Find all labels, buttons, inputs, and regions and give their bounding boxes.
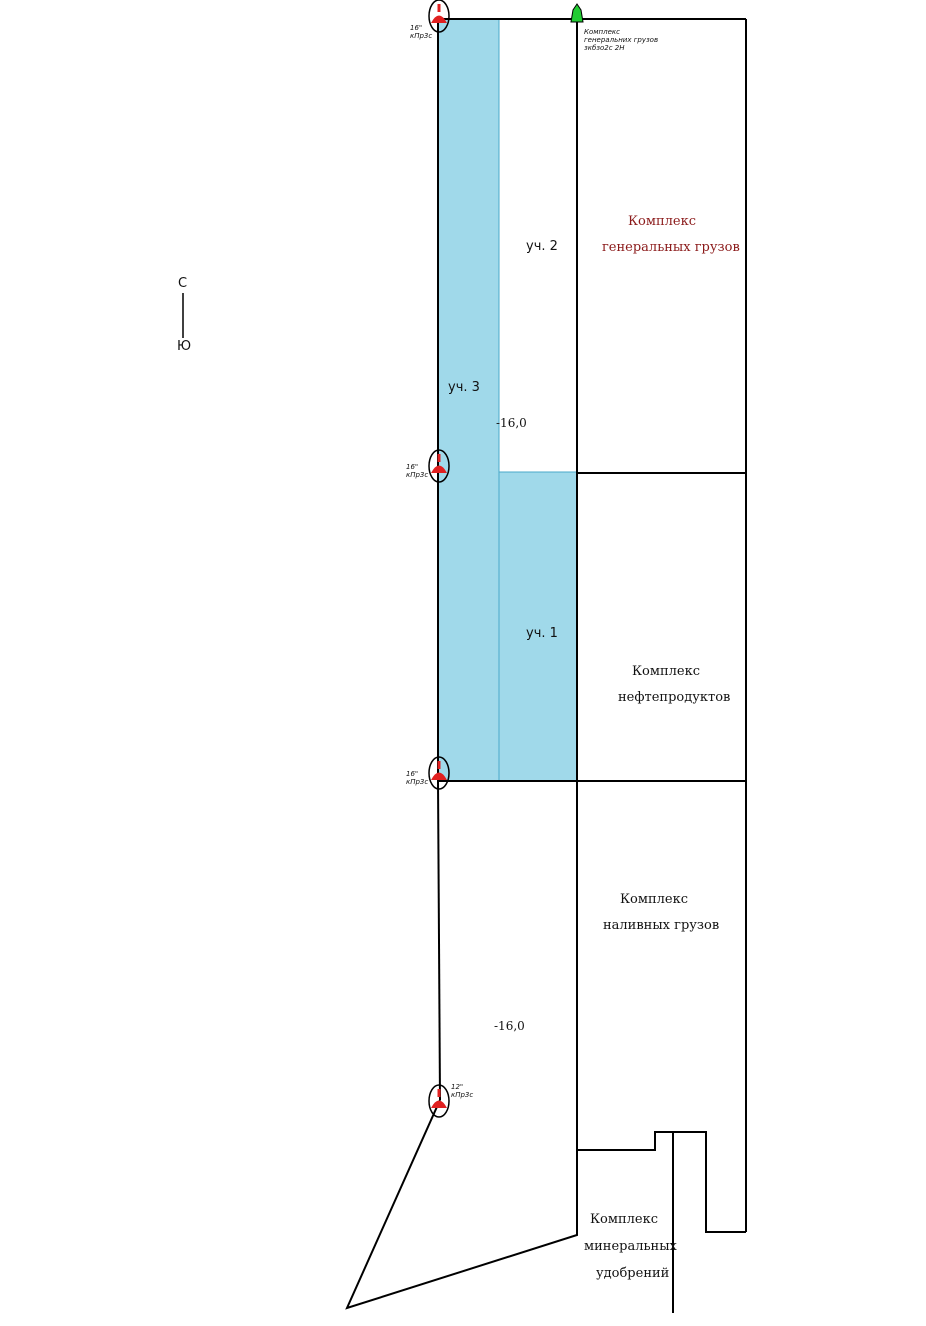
complex-mineral-label: минеральных bbox=[584, 1239, 677, 1254]
complex-liquid-label: наливных грузов bbox=[603, 918, 720, 933]
complex-mineral-label: удобрений bbox=[596, 1266, 670, 1281]
plot-2-label: уч. 2 bbox=[526, 239, 558, 254]
buoy-2-icon bbox=[428, 449, 450, 483]
plot-3-label: уч. 3 bbox=[448, 380, 480, 395]
buoy-3-icon bbox=[428, 756, 450, 790]
complex-oil-label: Комплекс bbox=[632, 664, 701, 679]
complex-mineral-label: Комплекс bbox=[590, 1212, 659, 1227]
plot-3-area bbox=[438, 19, 499, 781]
buoy-4-label: 12"кПр3с bbox=[451, 1083, 474, 1099]
complex-general-label: генеральных грузов bbox=[602, 240, 740, 255]
compass-south: Ю bbox=[177, 339, 192, 354]
buoy-2-label: 16"кПр3с bbox=[406, 463, 429, 479]
complex-oil-label: нефтепродуктов bbox=[618, 690, 731, 705]
green-light-icon bbox=[570, 3, 584, 23]
buoy-1-icon bbox=[428, 0, 450, 33]
buoy-3-label: 16"кПр3с bbox=[406, 770, 429, 786]
depth-label: -16,0 bbox=[494, 1019, 525, 1033]
complex-general-label: Комплекс bbox=[628, 214, 697, 229]
depth-label: -16,0 bbox=[496, 416, 527, 430]
boundary-lines bbox=[182, 18, 747, 1313]
buoy-1-label: 16"кПр3с bbox=[410, 24, 433, 40]
plot-1-label: уч. 1 bbox=[526, 626, 558, 641]
complex-liquid-label: Комплекс bbox=[620, 892, 689, 907]
plot-1-area bbox=[499, 472, 577, 781]
buoy-4-icon bbox=[428, 1084, 450, 1118]
compass-north: С bbox=[178, 276, 188, 291]
